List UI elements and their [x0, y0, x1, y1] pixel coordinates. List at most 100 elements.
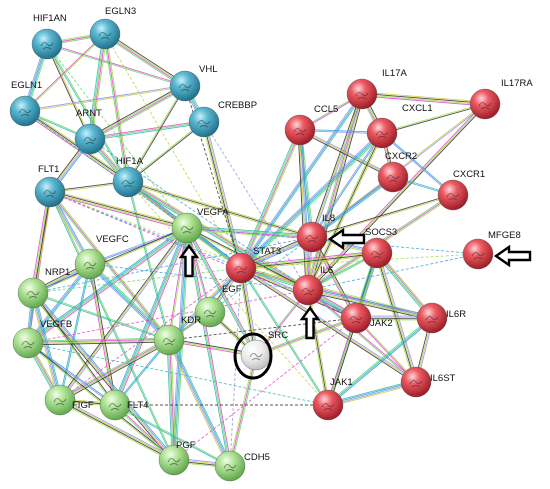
- edge-vegfa-flt4: [112, 227, 190, 406]
- dashed-edge-vegfb-il6: [27, 289, 309, 344]
- edge-egln3-vhl: [103, 31, 187, 89]
- node-mfge8[interactable]: [462, 238, 494, 270]
- node-label-il6st: IL6ST: [430, 373, 456, 384]
- node-label-figf: FIGF: [72, 400, 94, 411]
- node-label-cxcr2: CXCR2: [385, 151, 417, 162]
- edge-cxcl1-il8: [311, 132, 383, 238]
- dashed-edge-figf-stat3: [59, 267, 242, 401]
- node-il6r[interactable]: [416, 302, 448, 334]
- node-kdr[interactable]: [153, 324, 185, 356]
- dashed-edge-pgf-jak2: [173, 317, 357, 461]
- arrow-to-il6: [299, 305, 321, 340]
- node-flt1[interactable]: [34, 176, 66, 208]
- edge-vhl-hif1a: [127, 85, 186, 183]
- node-label-egln3: EGLN3: [105, 6, 136, 17]
- node-label-hif1an: HIF1AN: [33, 13, 67, 24]
- edge-ccl5-cxcr2: [299, 128, 394, 179]
- node-vegfa[interactable]: [171, 212, 203, 244]
- edge-crebbp-hif1a: [127, 121, 205, 183]
- edge-cxcr1-il8: [311, 193, 454, 239]
- node-label-vegfa: VEGFA: [197, 207, 229, 218]
- node-il6st[interactable]: [400, 366, 432, 398]
- node-cxcr1[interactable]: [437, 179, 469, 211]
- edge-il6-il6st: [307, 289, 417, 383]
- node-egf[interactable]: [194, 296, 226, 328]
- edge-egln1-vhl: [24, 84, 186, 113]
- node-stat3[interactable]: [225, 252, 257, 284]
- node-jak1[interactable]: [312, 389, 344, 421]
- node-vegfc[interactable]: [74, 248, 106, 280]
- edge-stat3-jak1: [240, 267, 329, 406]
- edge-hif1an-arnt: [45, 43, 92, 140]
- node-egln1[interactable]: [9, 95, 41, 127]
- node-hif1a[interactable]: [112, 166, 144, 198]
- dashed-edge-crebbp-il6: [203, 121, 309, 291]
- node-label-pgf: PGF: [176, 440, 196, 451]
- node-cdh5[interactable]: [214, 450, 246, 482]
- edge-vegfc-kdr: [88, 262, 171, 342]
- node-hif1an[interactable]: [31, 28, 63, 60]
- edge-il17a-il17ra: [361, 91, 486, 107]
- node-label-flt1: FLT1: [38, 164, 59, 175]
- edge-flt1-vegfa: [49, 189, 188, 231]
- dashed-edge-stat3-mfge8: [240, 253, 479, 269]
- node-label-il6: IL6: [320, 265, 333, 276]
- node-label-il17a: IL17A: [382, 68, 407, 79]
- node-pgf[interactable]: [158, 444, 190, 476]
- node-il6[interactable]: [292, 274, 324, 306]
- node-label-egf: EGF: [222, 284, 242, 295]
- edge-arnt-vhl: [88, 83, 187, 142]
- node-il8[interactable]: [296, 221, 328, 253]
- dashed-edge-nrp1-il8: [32, 236, 313, 294]
- dashed-edge-flt1-il6: [49, 191, 309, 291]
- edge-figf-pgf: [58, 397, 176, 463]
- node-socs3[interactable]: [361, 237, 393, 269]
- dashed-edge-arnt-il6: [89, 138, 309, 291]
- node-src[interactable]: [240, 339, 272, 371]
- node-cxcl1[interactable]: [366, 117, 398, 149]
- node-label-il8: IL8: [322, 213, 335, 224]
- node-egln3[interactable]: [89, 18, 121, 50]
- node-vegfb[interactable]: [12, 327, 44, 359]
- node-flt4[interactable]: [99, 389, 131, 421]
- edge-cxcr2-il8: [310, 175, 395, 239]
- dashed-edge-hif1an-vegfa: [46, 43, 188, 229]
- edge-egln3-hif1a: [103, 33, 130, 183]
- node-crebbp[interactable]: [188, 106, 220, 138]
- node-label-nrp1: NRP1: [45, 267, 70, 278]
- edge-vegfa-src: [185, 227, 258, 356]
- edge-flt1-pgf: [49, 191, 175, 461]
- edge-kdr-pgf: [166, 339, 177, 461]
- node-label-cdh5: CDH5: [244, 452, 270, 463]
- node-il17a[interactable]: [346, 78, 378, 110]
- node-label-cxcl1: CXCL1: [402, 103, 433, 114]
- node-il17ra[interactable]: [469, 88, 501, 120]
- edge-nrp1-figf: [30, 292, 63, 401]
- node-nrp1[interactable]: [17, 277, 49, 309]
- node-ccl5[interactable]: [284, 114, 316, 146]
- node-label-src: SRC: [268, 330, 288, 341]
- edge-hif1a-kdr: [126, 181, 171, 341]
- node-jak2[interactable]: [340, 302, 372, 334]
- edge-cxcl1-stat3: [239, 131, 384, 270]
- node-label-ccl5: CCL5: [314, 104, 338, 115]
- node-vhl[interactable]: [169, 70, 201, 102]
- node-label-mfge8: MFGE8: [488, 230, 521, 241]
- edge-flt1-nrp1: [30, 191, 53, 294]
- node-figf[interactable]: [44, 384, 76, 416]
- edge-hif1an-vhl: [46, 42, 186, 88]
- edge-hif1an-hif1a: [46, 43, 129, 183]
- highlight-circle-src: [233, 332, 273, 380]
- edge-jak1-il6r: [326, 316, 434, 407]
- node-arnt[interactable]: [74, 123, 106, 155]
- edge-kdr-figf: [58, 337, 171, 403]
- node-cxcr2[interactable]: [377, 161, 409, 193]
- node-label-vhl: VHL: [199, 64, 217, 75]
- node-label-il6r: IL6R: [446, 309, 466, 320]
- node-label-arnt: ARNT: [76, 108, 102, 119]
- nodes-layer: HIF1ANEGLN3EGLN1ARNTVHLCREBBPHIF1AFLT1IL…: [9, 6, 533, 482]
- edge-il6-il6r: [307, 287, 433, 321]
- dashed-edge-kdr-jak2: [168, 317, 357, 341]
- node-label-stat3: STAT3: [253, 246, 281, 257]
- dashed-edge-egln1-vegfa: [24, 110, 188, 229]
